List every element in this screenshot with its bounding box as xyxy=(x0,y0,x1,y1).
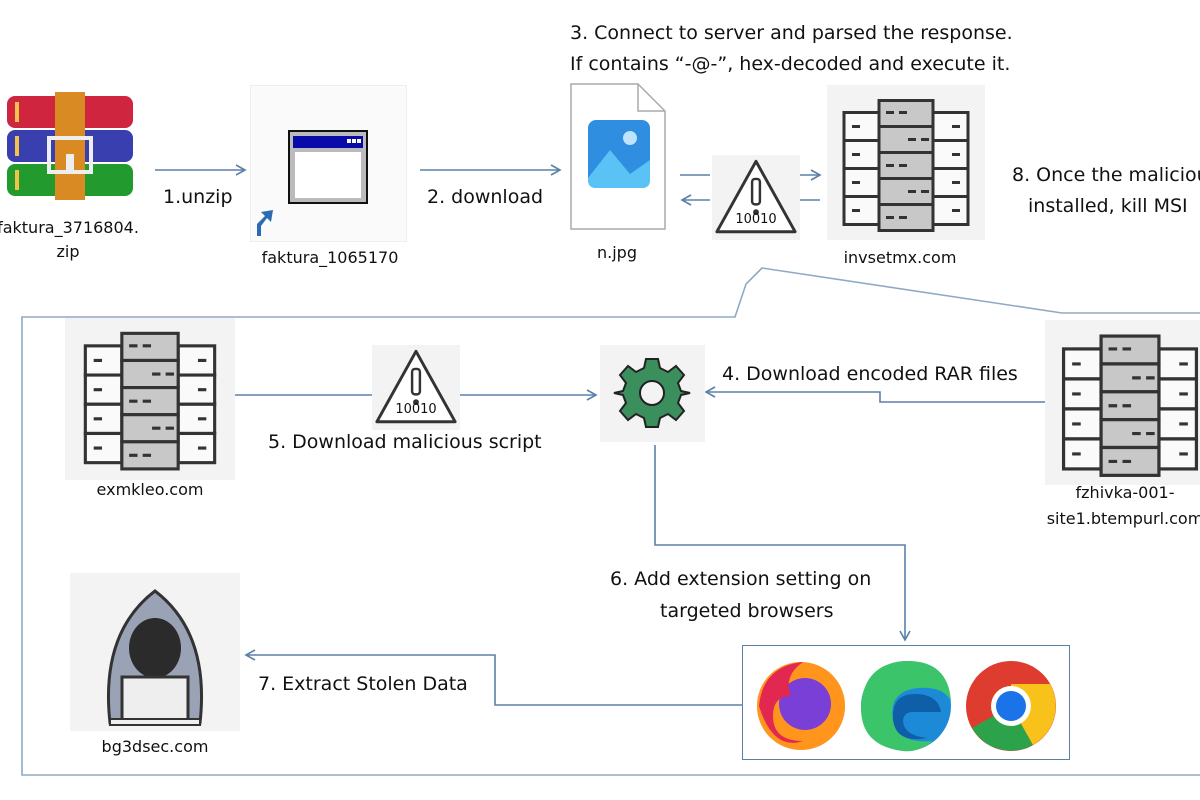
server-icon-invsetmx[interactable] xyxy=(827,85,985,240)
fzhivka-label-2: site1.btempurl.com xyxy=(1046,509,1200,528)
fzhivka-label: fzhivka-001- xyxy=(1075,483,1175,502)
step-8-label-2: installed, kill MSI xyxy=(1028,195,1188,217)
step-3-label: 3. Connect to server and parsed the resp… xyxy=(570,22,1013,44)
step-5-label: 5. Download malicious script xyxy=(268,431,542,453)
step-1-label: 1.unzip xyxy=(163,186,233,208)
zip-label: faktura_3716804. xyxy=(0,218,139,237)
arrow-extract-data xyxy=(244,649,742,706)
shortcut-window-icon[interactable] xyxy=(250,85,407,242)
arrow-rar-files xyxy=(704,386,1045,403)
firefox-icon[interactable] xyxy=(757,662,845,750)
exmkleo-label: exmkleo.com xyxy=(96,480,204,499)
step-7-label: 7. Extract Stolen Data xyxy=(258,673,468,695)
arrow-extension-setting xyxy=(654,445,911,642)
hacker-label: bg3dsec.com xyxy=(101,737,209,756)
code-text: 10010 xyxy=(735,212,777,227)
shortcut-arrow-icon xyxy=(257,210,273,236)
step-4-label: 4. Download encoded RAR files xyxy=(722,363,1018,385)
gear-icon[interactable] xyxy=(600,345,705,442)
step-8-label: 8. Once the malicious xyxy=(1012,164,1200,186)
step-3-label-2: If contains “-@-”, hex-decoded and execu… xyxy=(570,53,1011,75)
server-icon-fzhivka[interactable] xyxy=(1045,320,1200,485)
step-2-label: 2. download xyxy=(427,186,544,208)
exe-label: faktura_1065170 xyxy=(261,248,399,267)
step-6-label: 6. Add extension setting on xyxy=(610,568,872,590)
browsers-box xyxy=(742,645,1070,760)
hacker-icon xyxy=(70,573,240,731)
zip-label-ext: zip xyxy=(56,242,80,261)
warning-icon: 10010 xyxy=(372,345,460,430)
edge-icon[interactable] xyxy=(861,661,951,752)
chrome-icon[interactable] xyxy=(966,661,1056,751)
invsetmx-label: invsetmx.com xyxy=(843,248,957,267)
server-icon-exmkleo[interactable] xyxy=(65,318,235,480)
jpg-label: n.jpg xyxy=(597,243,637,262)
infection-container-outline xyxy=(21,267,1200,776)
code-text: 10010 xyxy=(395,402,437,417)
image-file-icon[interactable] xyxy=(568,82,668,232)
winrar-archive-icon[interactable] xyxy=(5,92,135,200)
step-6-label-2: targeted browsers xyxy=(660,600,834,622)
warning-icon: 10010 xyxy=(712,155,800,240)
